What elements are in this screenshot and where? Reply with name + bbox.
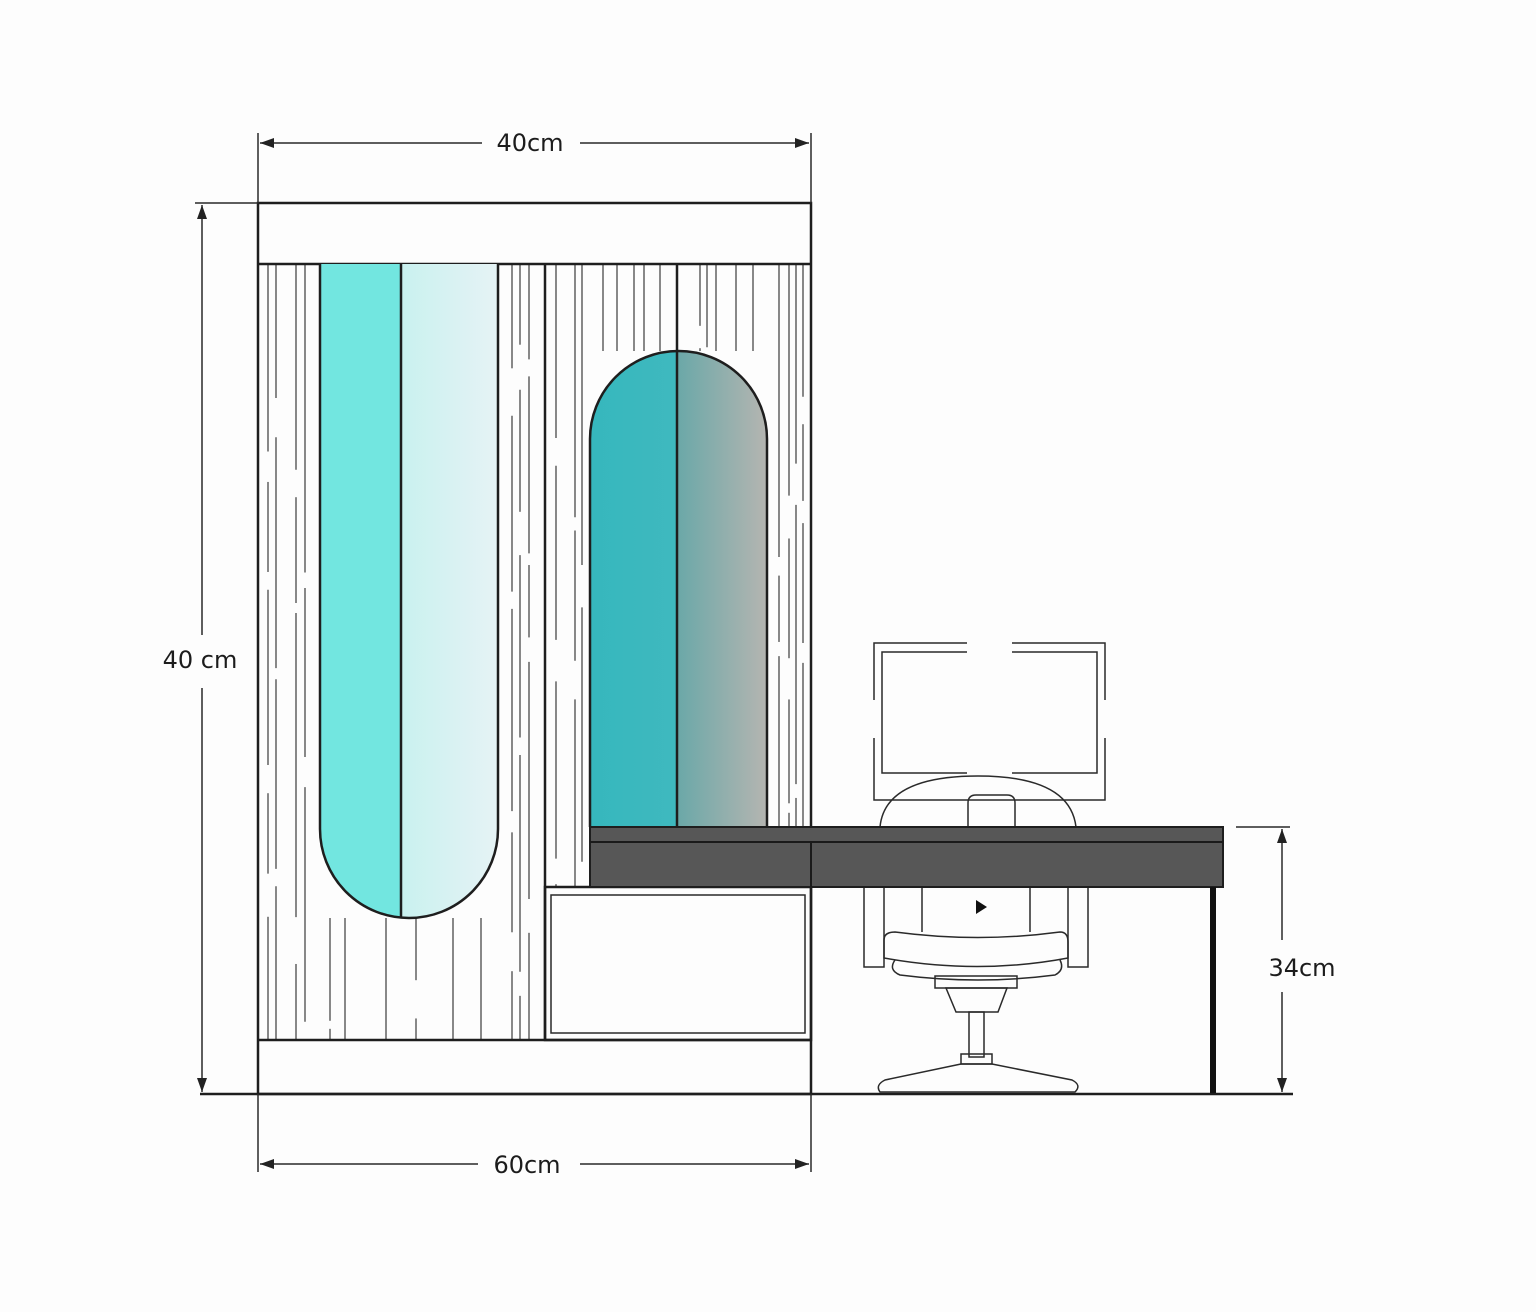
arched-mirror — [588, 349, 769, 827]
monitor — [873, 642, 1106, 801]
dimension-left: 40 cm — [163, 202, 258, 1092]
dimension-label-left: 40 cm — [163, 646, 238, 674]
dimension-label-top: 40cm — [496, 129, 563, 157]
dimension-label-desk-height: 34cm — [1268, 954, 1335, 982]
left-glass-panel — [318, 264, 500, 920]
wood-grain-hatching — [267, 264, 804, 1040]
lower-drawer — [543, 885, 813, 1042]
desk — [589, 826, 1224, 1094]
dimension-label-bottom: 60cm — [493, 1151, 560, 1179]
play-icon — [976, 900, 987, 914]
dimension-desk-height: 34cm — [1236, 826, 1336, 1092]
dimension-top: 40cm — [257, 129, 812, 203]
office-chair — [863, 775, 1089, 1093]
dimension-bottom: 60cm — [257, 1094, 812, 1179]
